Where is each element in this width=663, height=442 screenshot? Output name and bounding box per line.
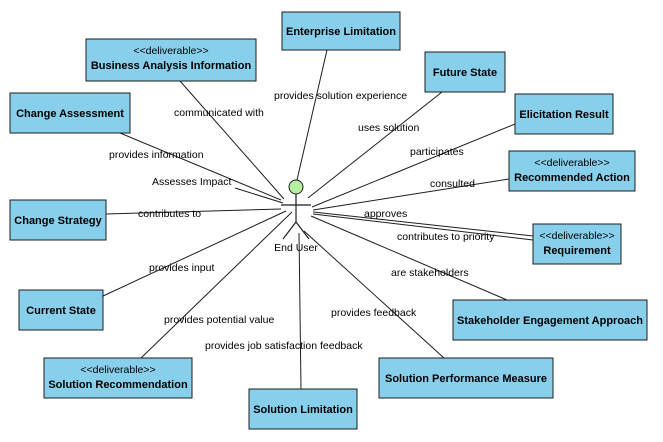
actor-right-leg (295, 221, 310, 240)
node-enterprise-limitation[interactable]: Enterprise Limitation (281, 11, 401, 51)
node-solution-limitation[interactable]: Solution Limitation (248, 388, 358, 430)
edge-labels-layer: communicated with provides solution exper… (109, 90, 495, 352)
node-name: Recommended Action (514, 172, 630, 184)
edge-change-assessment (234, 187, 284, 204)
node-name: Solution Recommendation (48, 379, 188, 391)
node-recommended-action[interactable]: <<deliverable>> Recommended Action (508, 150, 636, 192)
edge-label: provides job satisfaction feedback (205, 340, 363, 352)
node-name: Change Assessment (16, 108, 124, 120)
node-name: Requirement (543, 245, 611, 257)
edge-label: provides input (149, 262, 214, 274)
edge-label: Assesses Impact (152, 176, 231, 188)
edge-enterprise-limitation (296, 49, 328, 181)
edge-label: are stakeholders (391, 267, 469, 279)
edge-change-assessment (119, 132, 282, 201)
node-solution-performance-measure[interactable]: Solution Performance Measure (378, 357, 554, 399)
node-box (508, 150, 636, 192)
edge-label: consulted (430, 178, 475, 190)
node-box (452, 299, 648, 341)
node-current-state[interactable]: Current State (18, 289, 104, 331)
edge-recommended-action (312, 178, 510, 211)
node-box (9, 92, 131, 134)
node-stereotype: <<deliverable>> (133, 45, 208, 57)
node-box (532, 223, 622, 265)
edge-label: provides feedback (331, 307, 417, 319)
edge-label: uses solution (358, 122, 419, 134)
edge-label: provides solution experience (274, 90, 407, 102)
edge-label: contributes to priority (397, 231, 495, 243)
node-name: Elicitation Result (519, 109, 609, 121)
node-box (43, 357, 193, 399)
edge-label: provides potential value (164, 314, 274, 326)
edge-label: contributes to (138, 208, 201, 220)
edges-layer (102, 49, 534, 390)
node-box (281, 11, 401, 51)
node-stereotype: <<deliverable>> (534, 157, 609, 169)
edge-solution-performance-measure (303, 230, 445, 359)
node-box (424, 51, 506, 93)
node-stereotype: <<deliverable>> (80, 364, 155, 376)
actor-left-leg (282, 221, 297, 240)
node-name: Stakeholder Engagement Approach (457, 315, 643, 327)
edge-label: communicated with (174, 107, 264, 119)
node-box (85, 38, 257, 82)
edge-current-state (102, 210, 287, 297)
node-box (18, 289, 104, 331)
node-box (9, 199, 107, 241)
actor-head (288, 179, 304, 195)
edge-change-strategy (105, 208, 282, 215)
edge-label: participates (410, 146, 464, 158)
node-name: Business Analysis Information (91, 60, 252, 72)
node-name: Enterprise Limitation (286, 26, 396, 38)
edge-requirement (312, 213, 534, 241)
node-name: Change Strategy (14, 215, 102, 227)
edge-future-state (307, 91, 443, 199)
edge-label: approves (364, 208, 407, 220)
edge-label: provides information (109, 149, 204, 161)
node-business-analysis-information[interactable]: <<deliverable>> Business Analysis Informa… (85, 38, 257, 82)
node-change-assessment[interactable]: Change Assessment (9, 92, 131, 134)
actor-name: End User (274, 242, 318, 254)
actor-end-user[interactable]: End User (274, 179, 318, 254)
nodes-layer: Enterprise Limitation <<deliverable>> Busi… (9, 11, 648, 430)
node-box (514, 93, 614, 135)
node-box (378, 357, 554, 399)
node-name: Solution Limitation (253, 404, 353, 416)
node-change-strategy[interactable]: Change Strategy (9, 199, 107, 241)
node-solution-recommendation[interactable]: <<deliverable>> Solution Recommendation (43, 357, 193, 399)
node-future-state[interactable]: Future State (424, 51, 506, 93)
node-name: Current State (26, 305, 96, 317)
edge-solution-limitation (298, 232, 302, 390)
node-elicitation-result[interactable]: Elicitation Result (514, 93, 614, 135)
node-requirement[interactable]: <<deliverable>> Requirement (532, 223, 622, 265)
node-name: Future State (433, 67, 497, 79)
edge-elicitation-result (311, 123, 516, 208)
node-stereotype: <<deliverable>> (539, 230, 614, 242)
edge-requirement (312, 211, 534, 237)
node-name: Solution Performance Measure (385, 373, 547, 385)
edge-business-analysis-information (179, 80, 285, 200)
edge-stakeholder-engagement-approach (310, 215, 508, 301)
node-stakeholder-engagement-approach[interactable]: Stakeholder Engagement Approach (452, 299, 648, 341)
edge-solution-recommendation (140, 211, 293, 359)
node-box (248, 388, 358, 430)
